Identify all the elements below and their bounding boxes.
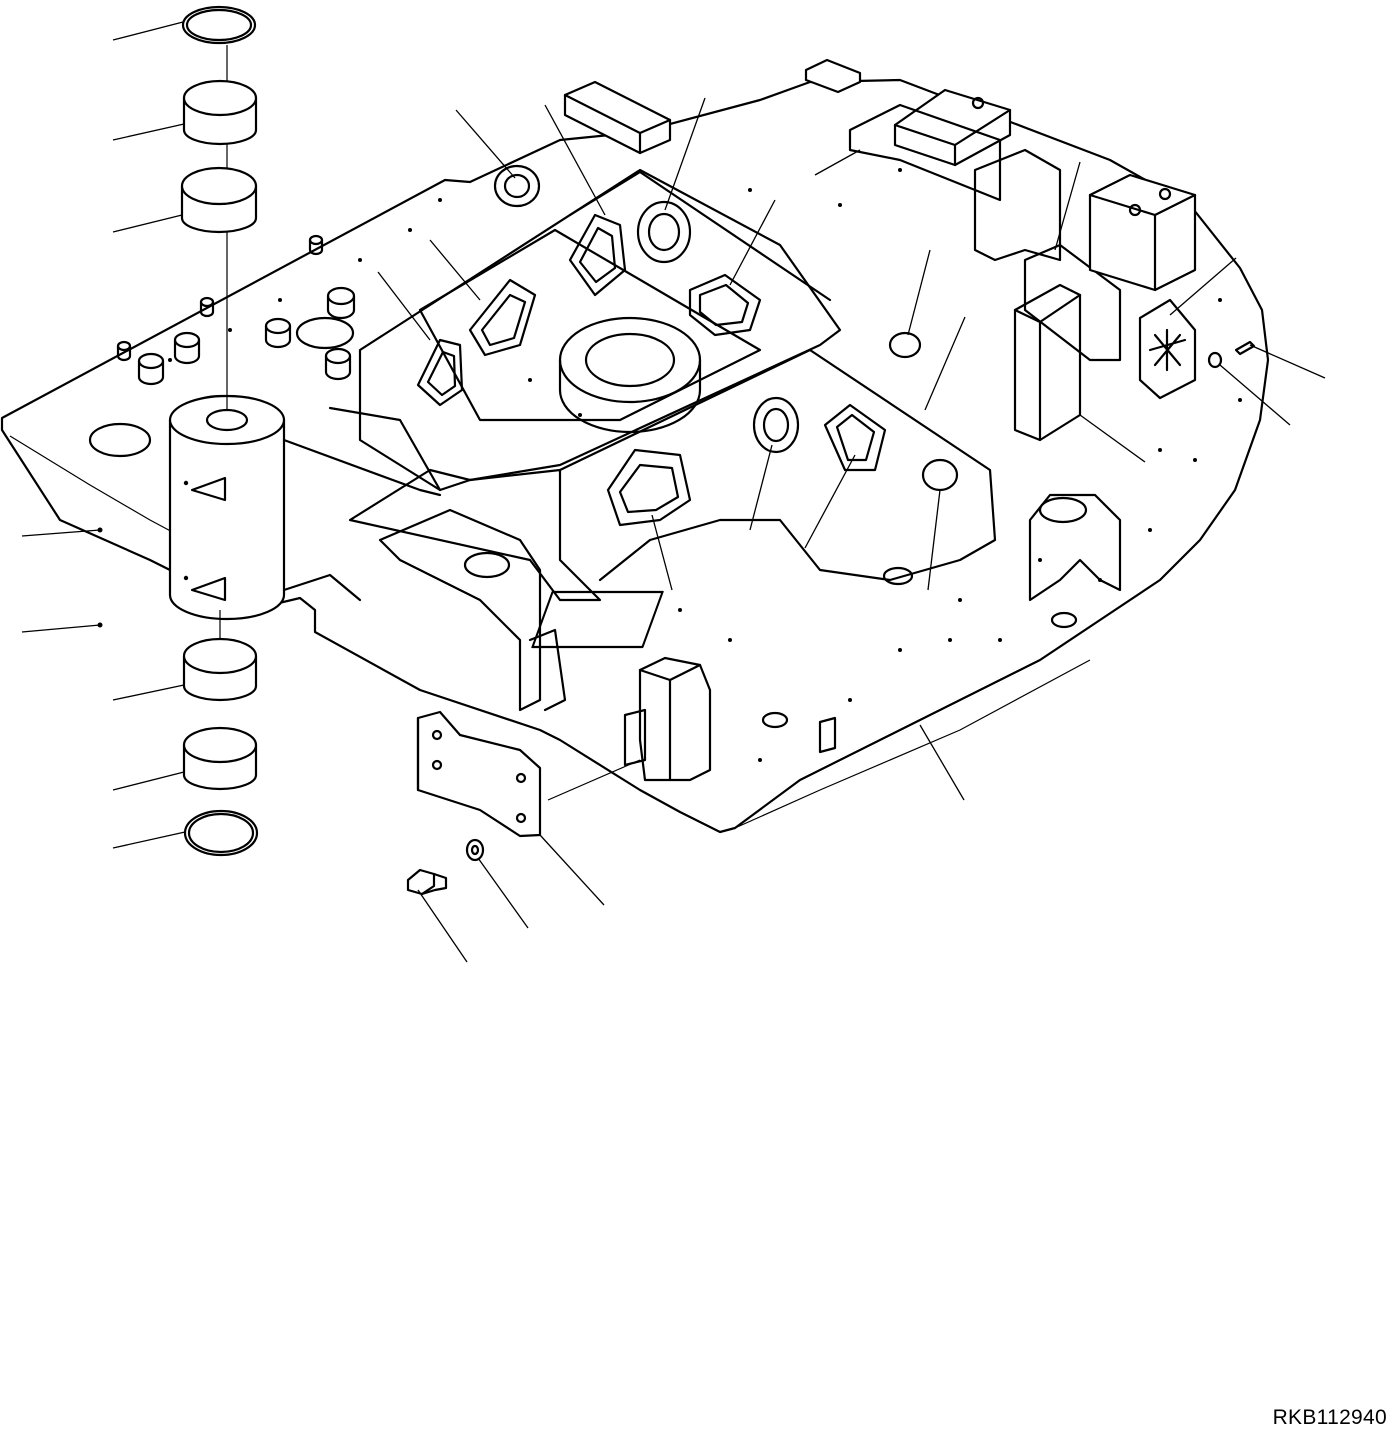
bushings-upper	[180, 5, 258, 234]
plate-bosses	[116, 234, 356, 386]
small-bolts	[97, 340, 1256, 628]
grommets	[416, 164, 959, 527]
center-frame-body	[328, 168, 997, 602]
boom-bracket-arm	[378, 508, 567, 712]
cover-plate-bracket	[416, 710, 641, 838]
plate-rivets	[168, 168, 1242, 762]
drawing-code: RKB112940	[1272, 1406, 1387, 1429]
right-side-components	[973, 148, 1197, 602]
front-bracket	[623, 656, 837, 782]
bushings-lower	[182, 610, 259, 857]
boom-foot-column	[168, 45, 442, 621]
swing-bearing-mount	[558, 316, 702, 434]
leader-lines	[21, 21, 1326, 963]
counterweight-mounts	[563, 58, 1012, 202]
bolt-and-washer	[406, 838, 485, 896]
